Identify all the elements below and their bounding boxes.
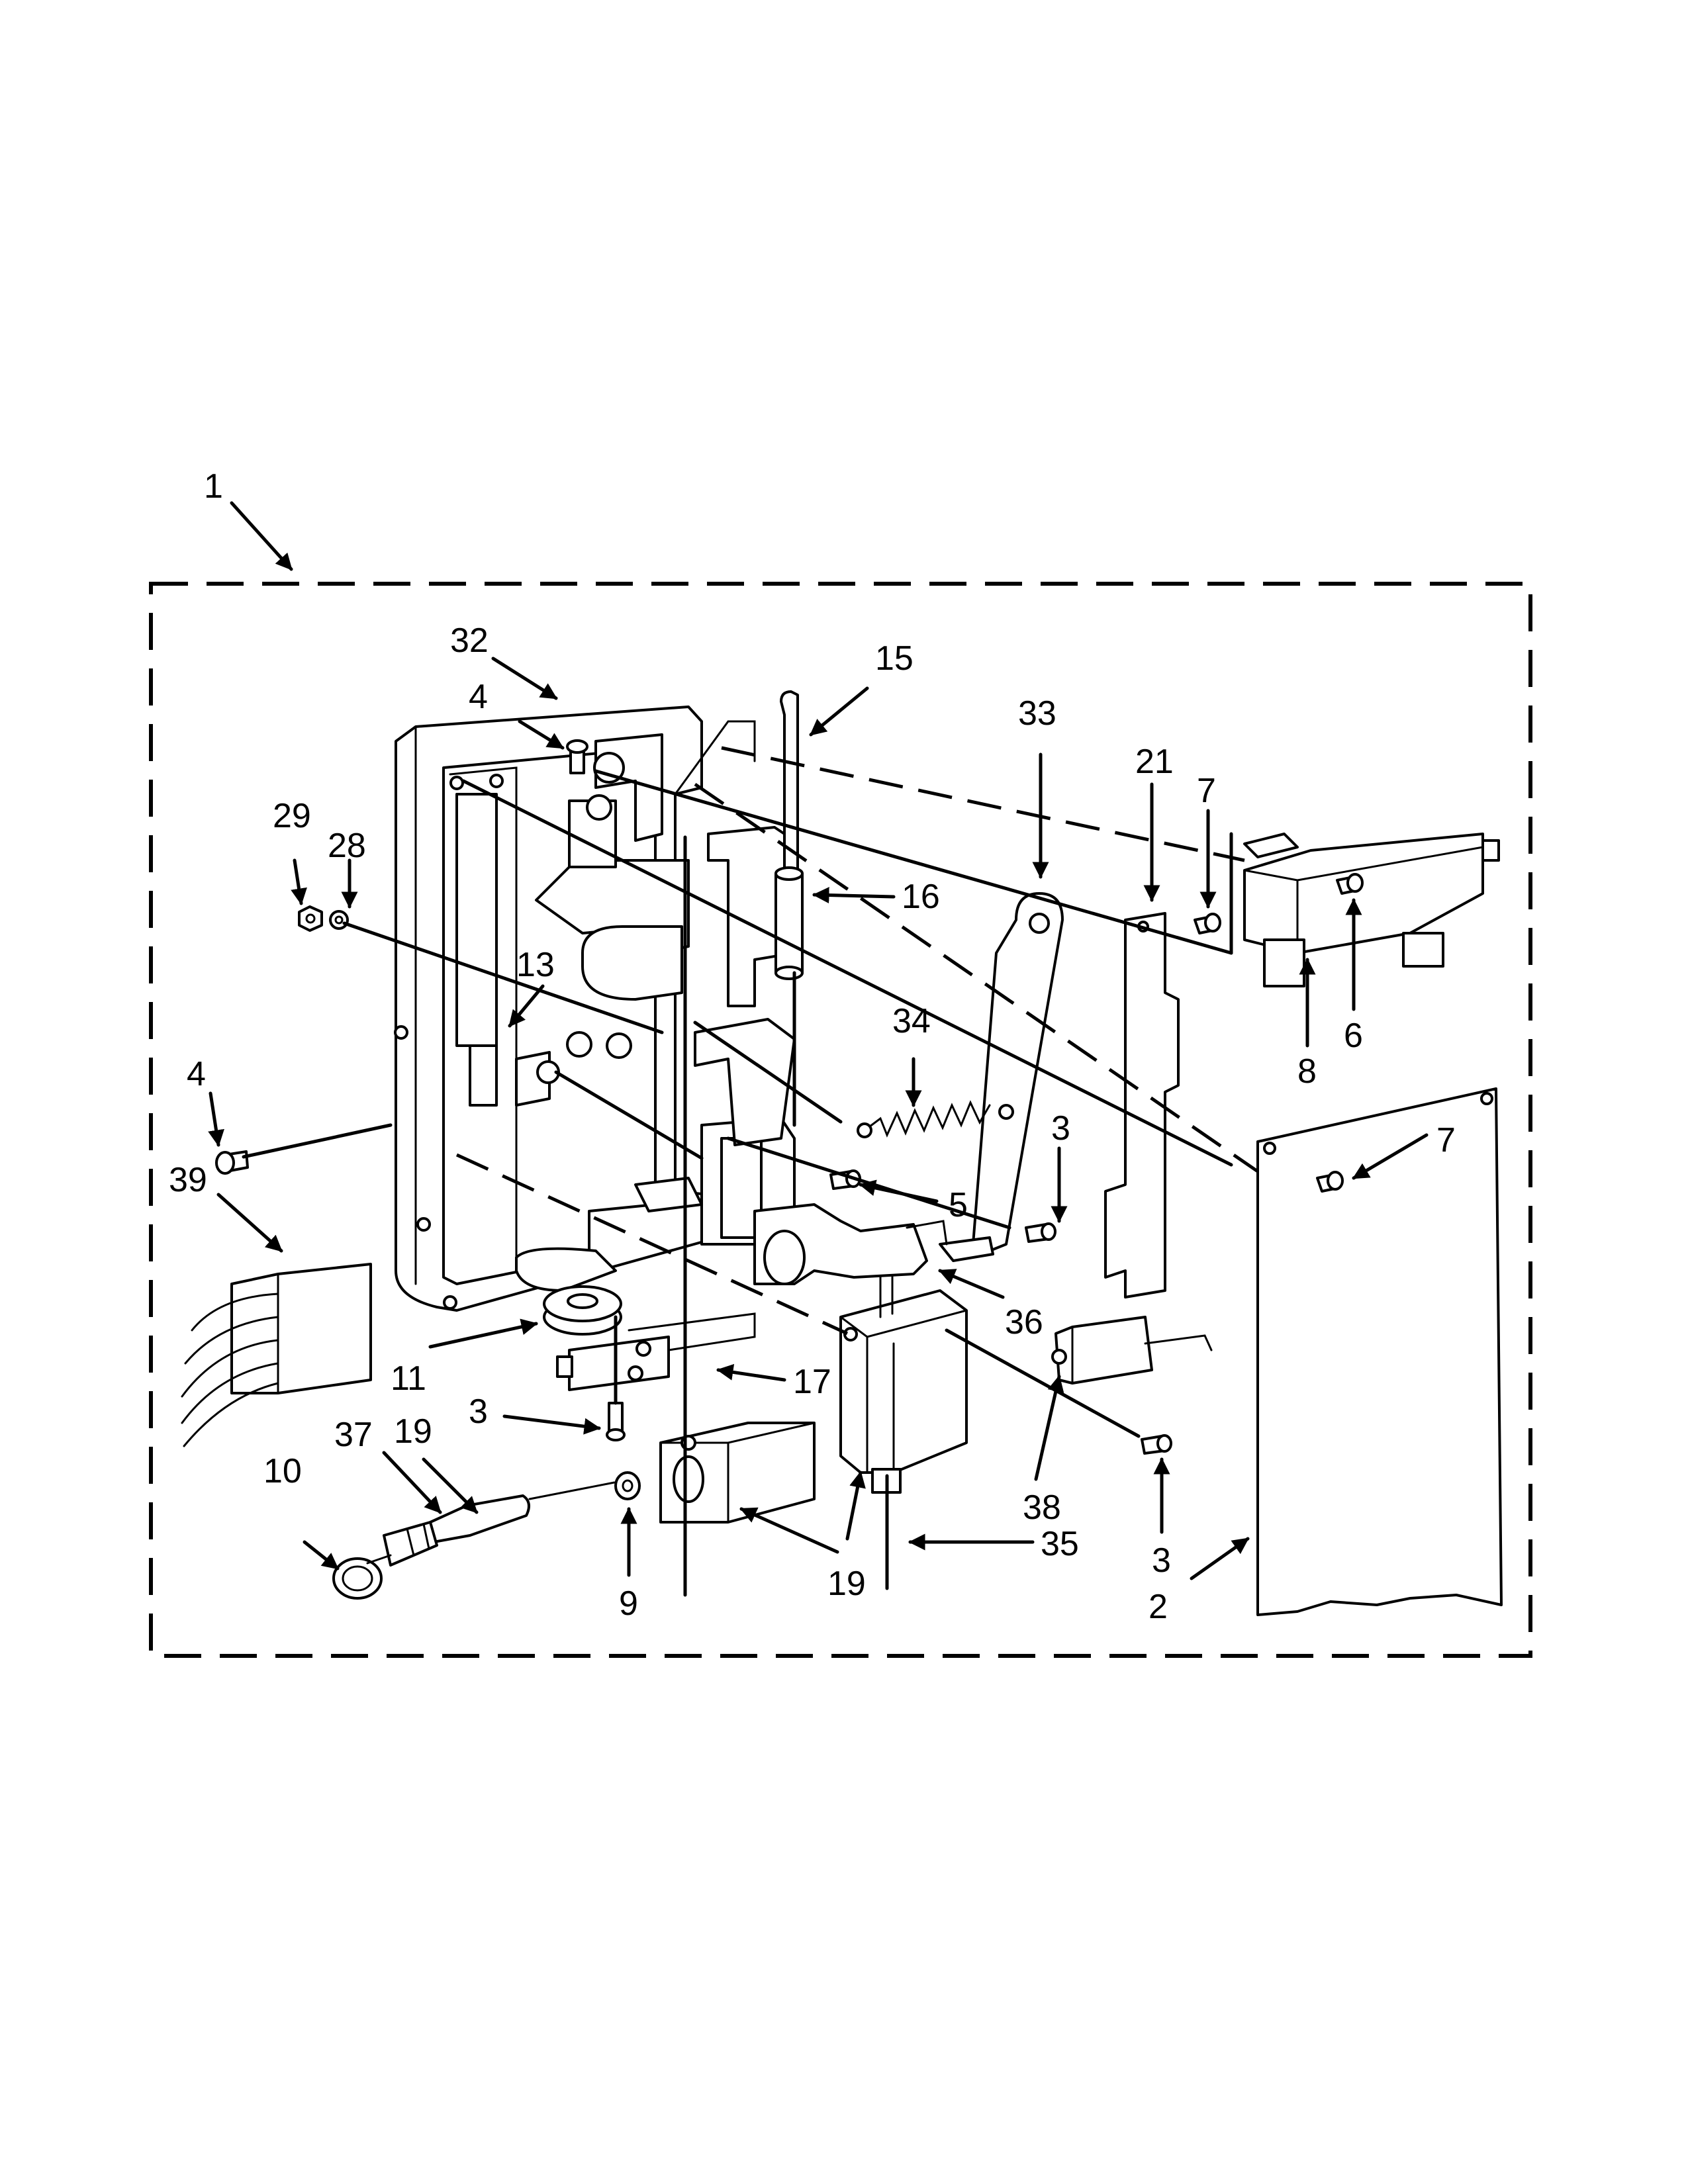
callout-11: 11 [391,1359,426,1398]
callout-34: 34 [892,1002,931,1040]
callout-19-plunger: 19 [394,1412,432,1451]
callout-13: 13 [516,946,555,984]
part-3-screws-right [1025,1222,1172,1455]
callout-leader-lines [208,501,1429,1580]
callout-28: 28 [328,827,366,865]
callout-17: 17 [793,1363,831,1401]
part-16-sleeve [774,866,804,980]
callout-32: 32 [450,621,489,660]
callout-10: 10 [263,1452,302,1490]
part-4-screw-top [566,739,588,774]
callout-39: 39 [169,1161,207,1199]
assembly-boundary-frame [149,582,1532,1658]
callout-9: 9 [619,1584,638,1623]
callout-35: 35 [1041,1525,1079,1563]
part-37-plunger [383,1481,616,1567]
callout-21: 21 [1135,743,1174,781]
part-36-bracket [753,1203,948,1285]
callout-16: 16 [902,878,940,916]
callout-33: 33 [1018,694,1056,733]
part-28-washer [329,910,349,930]
part-3-screw-lower [606,1402,626,1441]
callout-4-left: 4 [187,1055,206,1093]
callout-19-solenoid-right: 19 [827,1565,866,1603]
callout-38: 38 [1023,1488,1061,1527]
callout-37: 37 [334,1416,373,1454]
part-19-solenoid-right [839,1256,968,1494]
part-38-small-switch [1051,1316,1213,1385]
callout-15: 15 [875,639,914,678]
callout-6: 6 [1344,1017,1363,1055]
callout-36: 36 [1005,1303,1043,1342]
callout-29: 29 [273,797,311,835]
part-17-microswitch [556,1312,756,1391]
callout-7-right: 7 [1436,1121,1456,1160]
part-34-spring [857,1100,1014,1138]
part-9-washer [614,1471,641,1500]
callout-3-bottom-right: 3 [1152,1541,1171,1580]
part-32-housing [394,705,756,1312]
callout-3-lower: 3 [469,1392,488,1431]
callout-1: 1 [204,467,223,506]
callout-8: 8 [1297,1052,1317,1091]
part-2-cover [1256,1087,1503,1616]
callout-5: 5 [949,1186,968,1224]
part-6-switch [1243,833,1500,987]
part-7-screws [1194,873,1364,1193]
part-39-connector [181,1263,372,1447]
callout-2: 2 [1149,1588,1168,1626]
callout-labels: 1 2 3 3 3 4 4 5 6 7 7 8 9 10 11 13 15 16… [169,467,1456,1626]
part-29-nut [298,905,323,932]
part-21-plate [1104,912,1180,1298]
part-11-roller [543,1285,622,1336]
callout-7-top: 7 [1197,772,1216,810]
callout-4-top: 4 [469,678,488,716]
part-4-screw-left [215,1150,249,1175]
part-33-lever-arm [939,892,1064,1262]
part-10-clip-ring [332,1554,392,1600]
callout-3-right: 3 [1051,1109,1070,1148]
